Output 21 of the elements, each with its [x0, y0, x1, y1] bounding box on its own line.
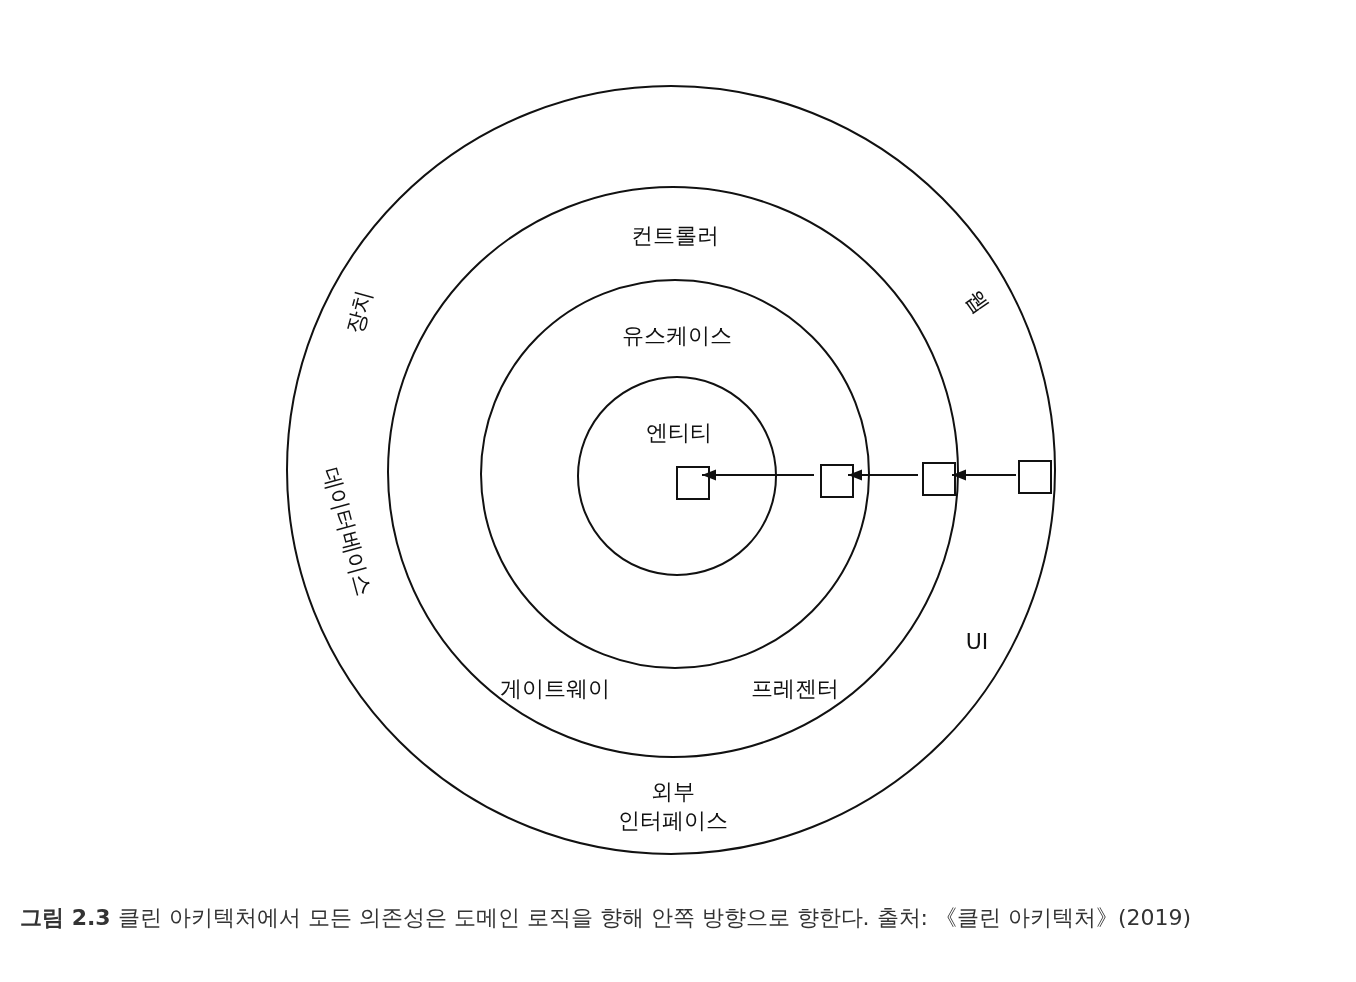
- square-box: [676, 466, 710, 500]
- figure-caption: 그림 2.3 클린 아키텍처에서 모든 의존성은 도메인 로직을 향해 안쪽 방향으로 향한다. 출처: 《클린 아키텍처》(2019): [20, 904, 1193, 932]
- layer-label: 엔티티: [646, 418, 712, 447]
- layer-label: 컨트롤러: [631, 221, 719, 250]
- arrow: [701, 469, 815, 481]
- layer-label: UI: [965, 627, 989, 656]
- arrow: [951, 469, 1017, 481]
- layer-circle: [480, 279, 870, 669]
- layer-circle: [387, 186, 959, 758]
- layer-label: 웹: [960, 284, 995, 320]
- layer-label: 외부 인터페이스: [617, 778, 729, 835]
- layer-label: 유스케이스: [622, 321, 732, 350]
- layer-label: 게이트웨이: [500, 674, 610, 703]
- square-box: [820, 464, 854, 498]
- layer-circle: [577, 376, 777, 576]
- layer-label: 장치: [340, 287, 378, 337]
- square-box: [1018, 460, 1052, 494]
- square-box: [922, 462, 956, 496]
- layer-label: 프레젠터: [751, 674, 839, 703]
- layer-circle: [286, 85, 1056, 855]
- arrow: [847, 469, 919, 481]
